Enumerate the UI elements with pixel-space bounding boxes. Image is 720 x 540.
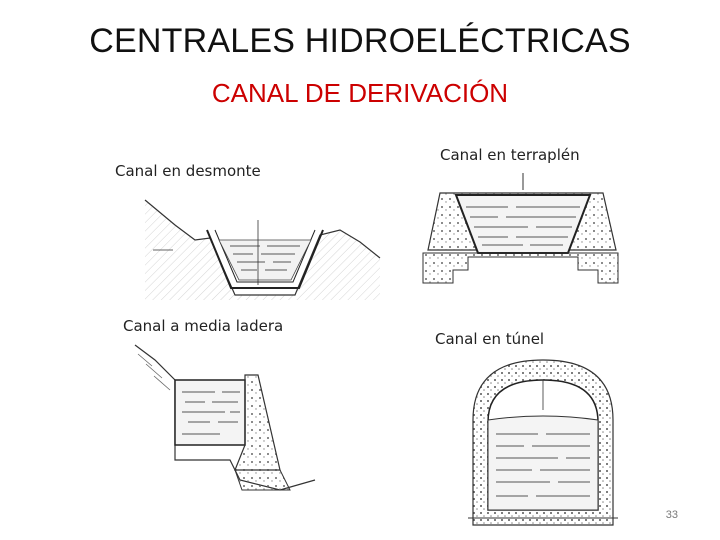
terraplen-diagram <box>422 173 619 284</box>
slide-title: CENTRALES HIDROELÉCTRICAS <box>89 22 631 60</box>
caption-desmonte: Canal en desmonte <box>115 162 261 180</box>
desmonte-diagram <box>144 199 381 300</box>
caption-media-ladera: Canal a media ladera <box>123 317 284 335</box>
slide-subtitle: CANAL DE DERIVACIÓN <box>211 78 509 108</box>
caption-tunel: Canal en túnel <box>435 330 545 348</box>
tunel-diagram <box>468 359 618 526</box>
caption-terraplen: Canal en terraplén <box>440 146 580 164</box>
page-number: 33 <box>665 509 678 521</box>
media-ladera-diagram <box>134 344 316 491</box>
